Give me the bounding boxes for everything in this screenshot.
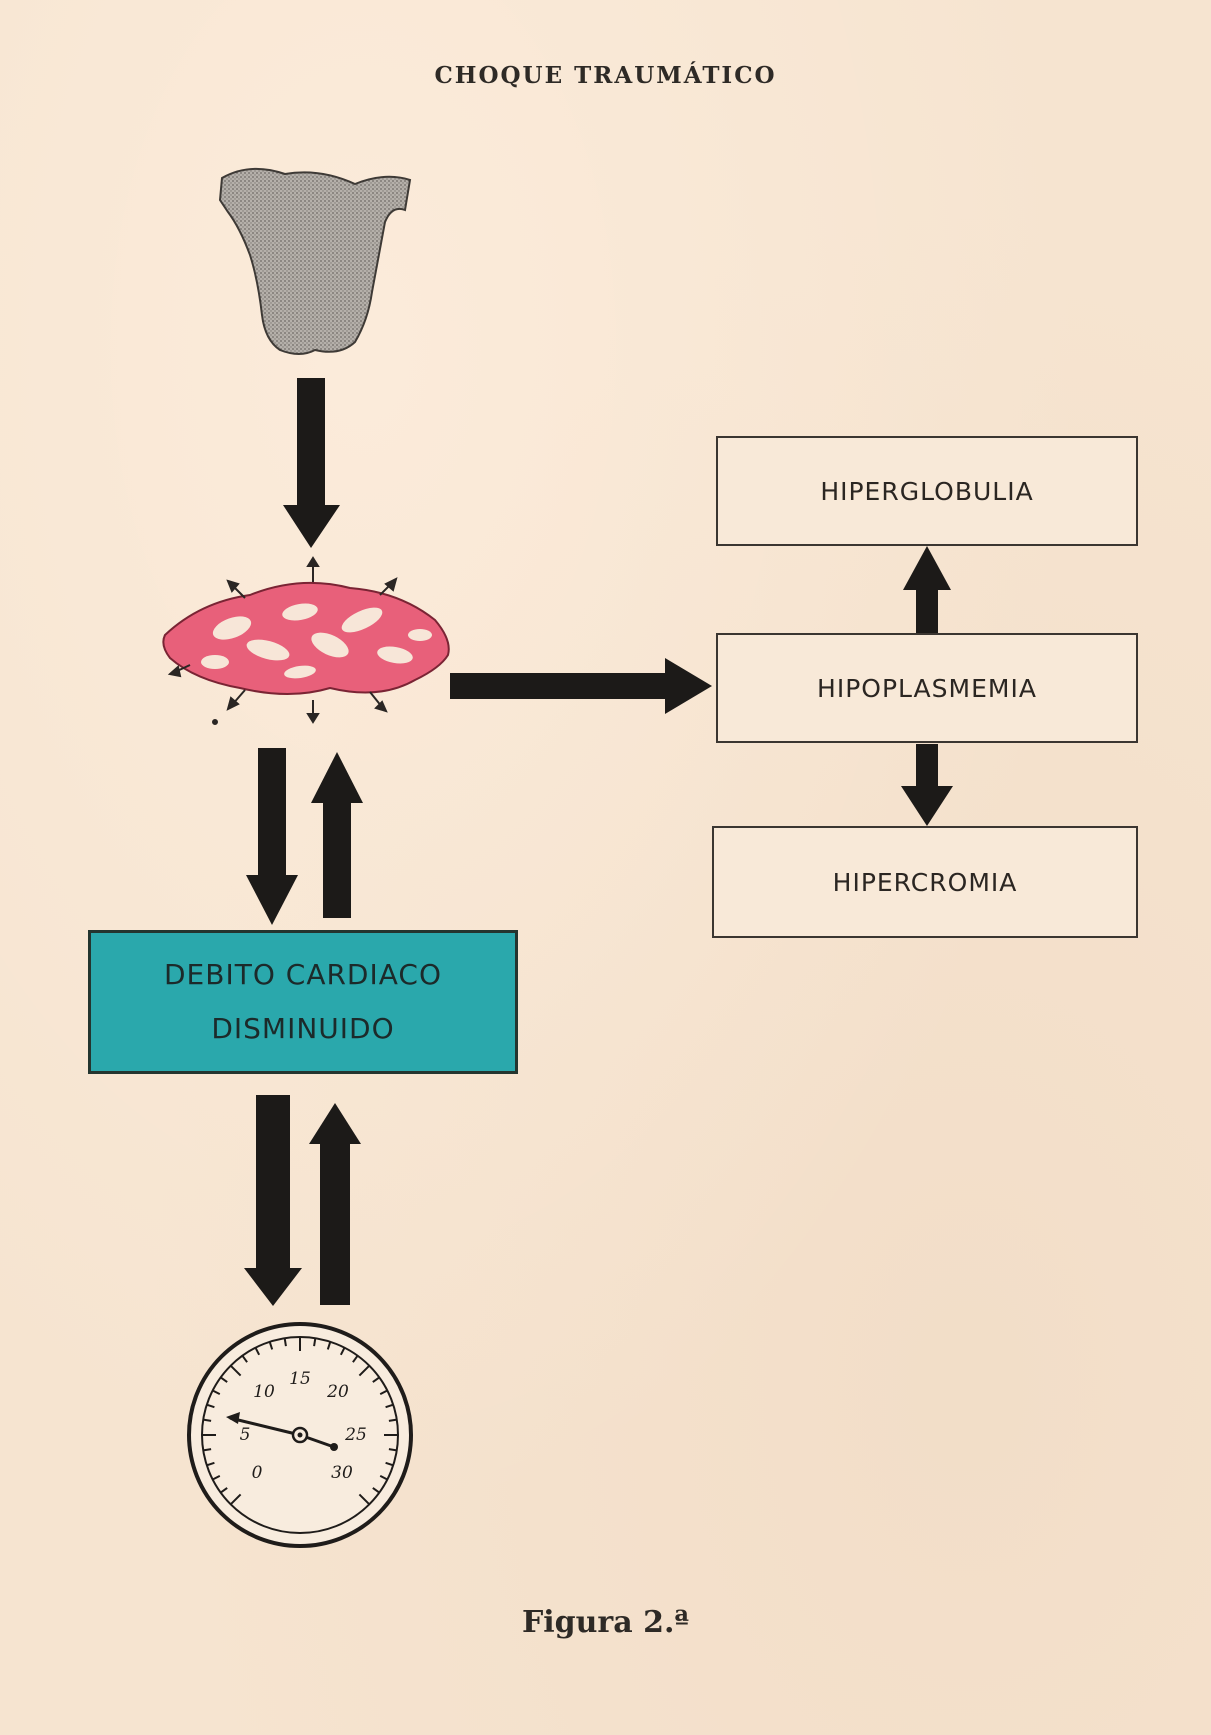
gauge-tick <box>372 1376 380 1383</box>
arrows-tissue-debito <box>246 748 363 925</box>
gauge-tick <box>313 1338 317 1347</box>
box-debito-cardiaco: DEBITO CARDIACO DISMINUIDO <box>88 930 518 1074</box>
gauge-label-0: 0 <box>252 1463 263 1483</box>
arrow-to-hipercromia <box>901 744 953 826</box>
gauge-label-15: 15 <box>289 1369 311 1389</box>
gauge-tick <box>379 1389 388 1396</box>
gauge-tick <box>283 1338 287 1347</box>
gauge-tick <box>352 1355 359 1363</box>
gauge-tick <box>220 1487 228 1494</box>
arrow-tissue-to-hipoplasmemia <box>450 658 712 714</box>
gauge-tick <box>339 1347 346 1356</box>
gauge-tick <box>385 1403 394 1409</box>
gauge-tick <box>358 1493 371 1506</box>
gauge-tick <box>326 1341 332 1350</box>
gauge-label-20: 20 <box>326 1382 349 1402</box>
gauge-tick <box>385 1461 394 1467</box>
box-hipercromia: HIPERCROMIA <box>712 826 1138 938</box>
gauge-label-5: 5 <box>240 1425 251 1445</box>
gauge-tick <box>203 1448 212 1452</box>
box-hiperglobulia: HIPERGLOBULIA <box>716 436 1138 546</box>
arrows-debito-gauge <box>244 1095 361 1306</box>
gauge-tick <box>212 1389 221 1396</box>
gauge-tick <box>206 1403 215 1409</box>
hipercromia-label: HIPERCROMIA <box>832 867 1018 897</box>
arrow-torso-to-tissue <box>283 378 340 548</box>
gauge-tick <box>212 1474 221 1481</box>
debito-label-line1: DEBITO CARDIACO <box>164 958 442 991</box>
gauge-tick <box>379 1474 388 1481</box>
hipoplasmemia-label: HIPOPLASMEMIA <box>817 673 1037 703</box>
gauge-tick <box>358 1364 371 1377</box>
figure-caption: Figura 2.ª <box>521 1605 690 1640</box>
gauge-label-10: 10 <box>253 1382 275 1402</box>
gauge-tick <box>229 1493 242 1506</box>
gauge-tick <box>388 1418 397 1422</box>
hiperglobulia-label: HIPERGLOBULIA <box>820 476 1034 506</box>
pressure-gauge: 0 5 10 15 20 25 30 <box>187 1322 413 1548</box>
gauge-tick <box>206 1461 215 1467</box>
gauge-tick <box>203 1418 212 1422</box>
gauge-tick <box>229 1364 242 1377</box>
gauge-label-30: 30 <box>331 1463 353 1483</box>
torso-illustration <box>218 167 412 355</box>
gauge-tick <box>372 1487 380 1494</box>
gauge-tick <box>268 1341 274 1350</box>
gauge-tick <box>220 1376 228 1383</box>
box-hipoplasmemia: HIPOPLASMEMIA <box>716 633 1138 743</box>
gauge-tick <box>241 1355 248 1363</box>
running-header: CHOQUE TRAUMÁTICO <box>434 62 777 89</box>
gauge-tick <box>388 1448 397 1452</box>
arrow-to-hiperglobulia <box>903 546 951 635</box>
gauge-needle <box>226 1412 338 1451</box>
gauge-tick <box>254 1347 261 1356</box>
debito-label-line2: DISMINUIDO <box>211 1012 395 1045</box>
gauge-label-25: 25 <box>344 1425 367 1445</box>
tissue-illustration <box>162 556 450 725</box>
